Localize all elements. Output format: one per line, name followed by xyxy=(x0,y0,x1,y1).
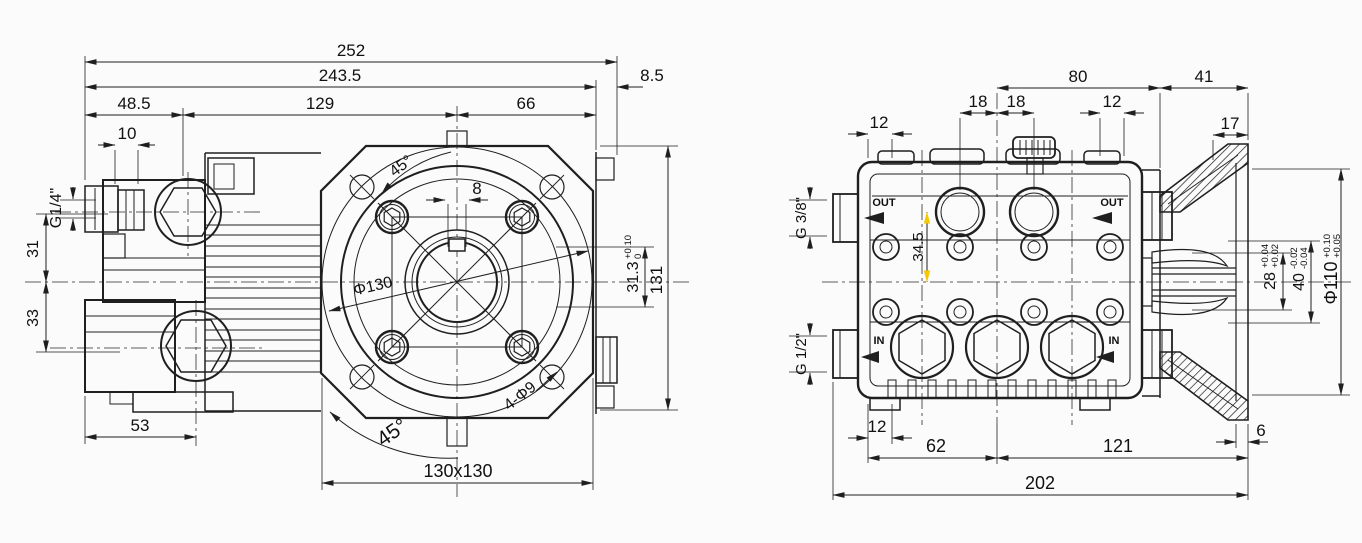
bell-wall-bottom xyxy=(1159,351,1249,421)
right-view: OUT OUT IN IN xyxy=(789,67,1354,500)
dim-cap-pitch-right: 18 xyxy=(1007,92,1026,111)
dim-port-width: 10 xyxy=(118,124,137,143)
label-mount-holes: 4-Φ9 xyxy=(501,379,540,415)
dim-cap-pitch-left: 18 xyxy=(969,92,988,111)
right-view-manifold-body xyxy=(832,136,1173,411)
right-view-dimension-lines xyxy=(807,85,1344,498)
dim-shaft-overhang: 8.5 xyxy=(640,66,664,85)
dim-top-span: 80 xyxy=(1069,67,1088,86)
tol-pilot-hi: +0.10 xyxy=(1322,234,1333,258)
out-arrow-left-icon xyxy=(864,212,884,224)
dim-seg-left: 48.5 xyxy=(117,94,150,113)
bell-housing-section xyxy=(1141,143,1249,421)
dim-shaft-dia-group: 40 -0.02 -0.04 xyxy=(1289,247,1310,291)
out-label-left: OUT xyxy=(872,197,896,209)
dim-top-right-offset: 12 xyxy=(1103,92,1122,111)
dim-face-lip: 6 xyxy=(1256,421,1265,440)
dim-bore-to-key: 31.3 xyxy=(625,261,642,292)
dim-seg-mid: 129 xyxy=(306,94,334,113)
cylinder-hex-plugs xyxy=(889,314,1105,380)
cooling-fins xyxy=(205,224,321,373)
dim-bore-to-key-group: 31.3 +0.10 0 xyxy=(623,235,644,293)
dim-overall-length: 252 xyxy=(337,41,365,60)
tol-key-hi: +0.04 xyxy=(1260,244,1271,268)
port-flow-labels: OUT OUT IN IN xyxy=(861,197,1124,363)
dim-bottom-left-offset: 12 xyxy=(868,417,887,436)
dim-key-width: 8 xyxy=(472,179,481,198)
in-label-left: IN xyxy=(874,335,885,347)
left-view-dimension-lines xyxy=(43,59,671,486)
shaft-key-slot xyxy=(448,238,466,252)
dim-seg-right: 66 xyxy=(517,94,536,113)
dim-angle-bottom: 45° xyxy=(373,414,412,451)
tol-key-lo: +0.02 xyxy=(1270,244,1281,268)
in-arrow-left-icon xyxy=(861,351,879,363)
right-view-centerlines xyxy=(822,93,1354,425)
tol-bore-lo: 0 xyxy=(633,254,644,259)
in-arrow-right-icon xyxy=(1096,351,1114,363)
dim-outlet-offset: 31 xyxy=(25,240,42,258)
tol-bore-hi: +0.10 xyxy=(623,235,634,259)
dim-total-width: 202 xyxy=(1025,473,1055,493)
label-bolt-circle: Φ130 xyxy=(352,274,394,299)
dim-flange-width: 17 xyxy=(1221,114,1240,133)
dim-key-height: 28 xyxy=(1262,272,1279,290)
left-view: 252 243.5 8.5 48.5 129 66 10 G1/4" 31 33… xyxy=(25,41,692,497)
dim-pilot-dia: Φ110 xyxy=(1321,261,1341,304)
dim-length-to-face: 243.5 xyxy=(319,66,362,85)
right-view-extension-lines xyxy=(789,93,1350,500)
tol-pilot-lo: +0.05 xyxy=(1332,234,1343,258)
label-outlet-thread: G 3/8" xyxy=(793,197,810,239)
dim-top-left-offset: 12 xyxy=(870,113,889,132)
dim-cap-offset: 34.5 xyxy=(910,232,927,261)
dim-height: 131 xyxy=(647,266,666,294)
dim-key-height-group: 28 +0.04 +0.02 xyxy=(1260,244,1281,290)
label-port-thread-g14: G1/4" xyxy=(48,188,65,228)
bell-wall-top xyxy=(1159,143,1249,213)
out-arrow-right-icon xyxy=(1092,212,1112,224)
tol-shaft-hi: -0.02 xyxy=(1289,247,1300,269)
tol-shaft-lo: -0.04 xyxy=(1299,247,1310,269)
left-view-pump-body xyxy=(84,152,618,414)
flange-screws xyxy=(374,199,540,365)
label-inlet-thread: G 1/2" xyxy=(793,333,810,375)
dim-pilot-dia-group: Φ110 +0.10 +0.05 xyxy=(1321,234,1343,305)
out-label-right: OUT xyxy=(1100,197,1124,209)
dim-inlet-from-left: 53 xyxy=(131,416,150,435)
dim-bell-length: 41 xyxy=(1195,67,1214,86)
dim-flange-square: 130x130 xyxy=(423,461,492,481)
dim-base-right: 121 xyxy=(1103,436,1133,456)
valve-plug-circles xyxy=(872,233,1124,326)
in-label-right: IN xyxy=(1109,335,1120,347)
dim-base-left: 62 xyxy=(926,436,946,456)
dim-shaft-dia: 40 xyxy=(1291,273,1308,291)
dim-inlet-offset: 33 xyxy=(25,309,42,327)
